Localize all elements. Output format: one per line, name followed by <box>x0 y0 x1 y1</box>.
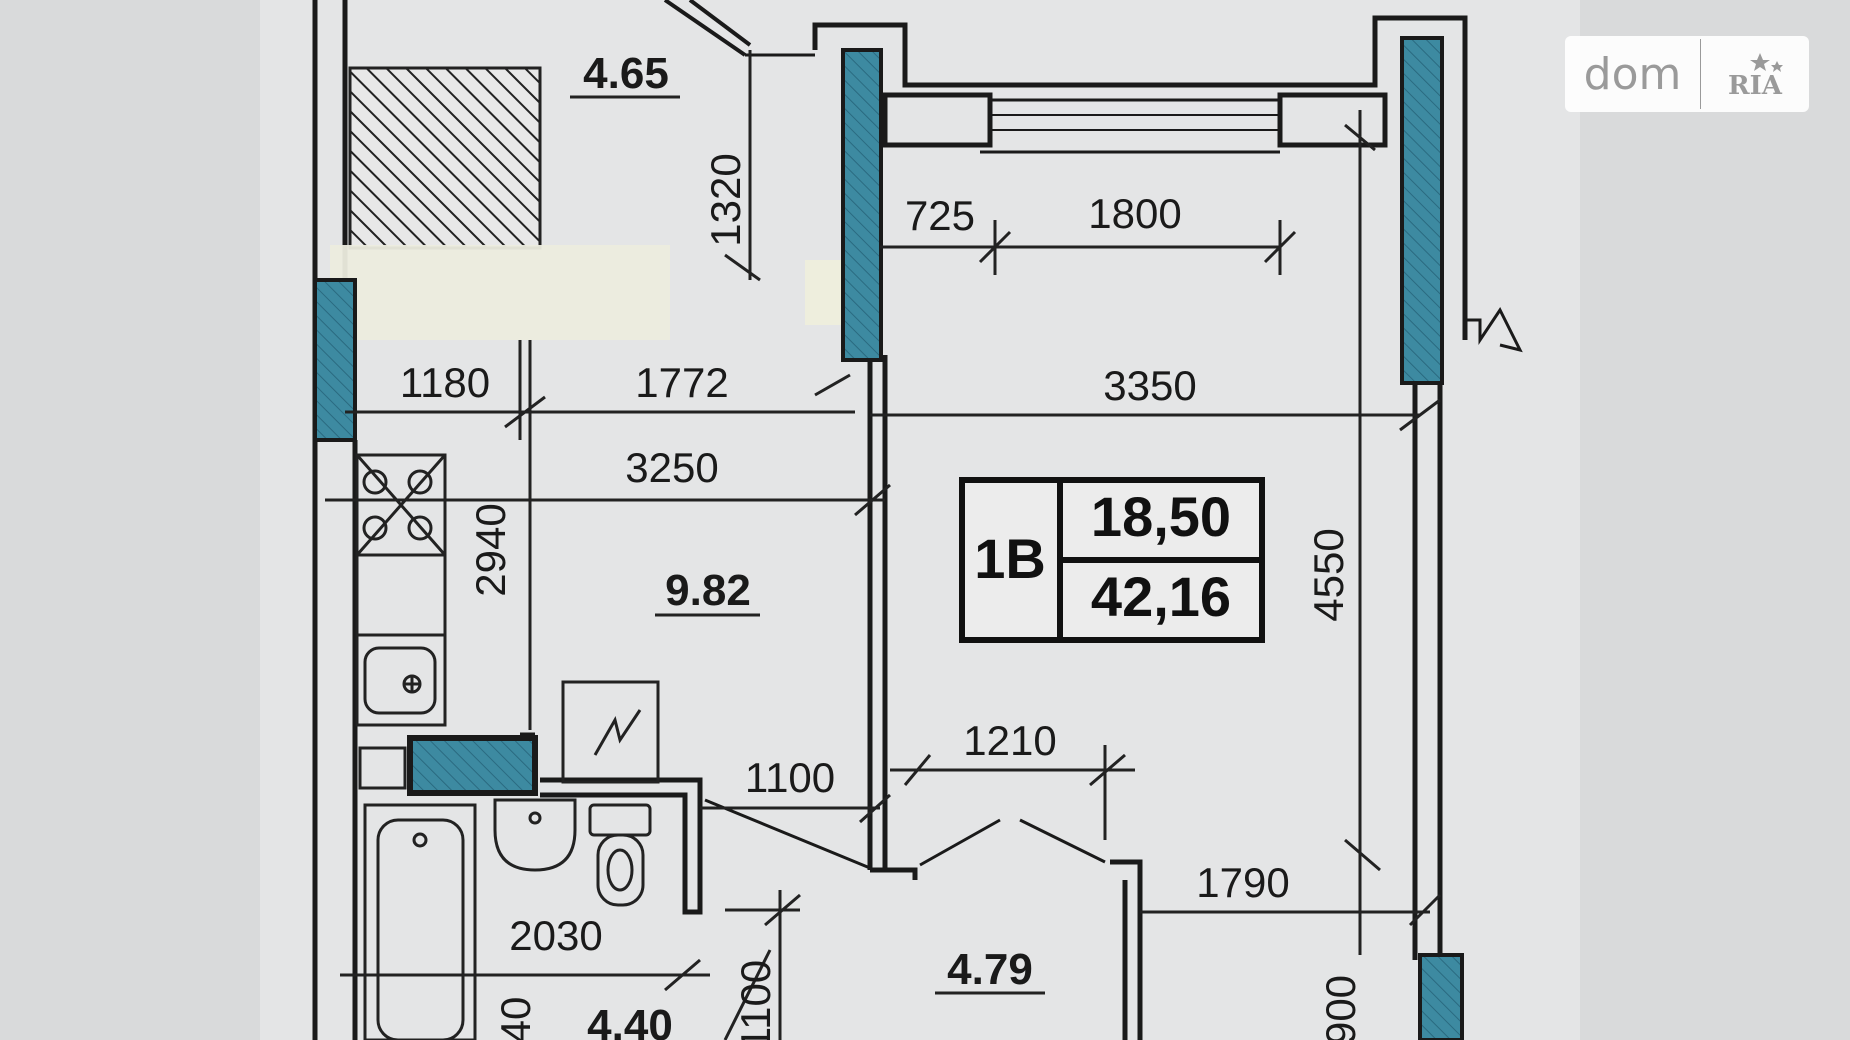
storage-hatch <box>348 66 542 250</box>
dim-1790: 1790 <box>1196 859 1289 906</box>
toilet-icon <box>588 803 652 907</box>
column-left <box>313 278 357 442</box>
electrical-panel-icon <box>561 680 660 784</box>
column-right <box>1400 36 1444 385</box>
cabinet <box>358 746 407 790</box>
total-area: 42,16 <box>1091 565 1231 628</box>
ria-logo-mark: RIA <box>1728 53 1783 99</box>
apartment-badge: 1B 18,50 42,16 <box>959 477 1265 643</box>
dim-2030: 2030 <box>509 912 602 959</box>
living-area: 18,50 <box>1091 485 1231 548</box>
dim-1320: 1320 <box>702 153 749 246</box>
dim-1180: 1180 <box>400 359 490 406</box>
domria-watermark: dom RIA <box>1565 36 1809 112</box>
dim-1800: 1800 <box>1088 190 1181 237</box>
dim-4550: 4550 <box>1305 528 1352 621</box>
dimension-lines <box>325 50 1442 1040</box>
dim-900: 900 <box>1317 975 1364 1040</box>
dim-1100-a: 1100 <box>745 754 835 801</box>
ria-logo: RIA <box>1701 49 1809 99</box>
room-area-bath: 4.40 <box>587 1001 673 1040</box>
dim-3250: 3250 <box>625 444 718 491</box>
watermark-dom: dom <box>1583 48 1682 100</box>
dim-3350: 3350 <box>1103 362 1196 409</box>
dim-40: 40 <box>492 997 539 1040</box>
walls <box>312 0 1523 1040</box>
watermark-ria: RIA <box>1728 71 1783 99</box>
washbasin-icon <box>493 798 577 872</box>
tape-patch <box>330 245 670 340</box>
column-center <box>841 48 883 362</box>
room-area-hall: 4.79 <box>947 945 1033 994</box>
dim-1210: 1210 <box>963 717 1056 764</box>
dim-725: 725 <box>905 192 975 239</box>
watermark-divider <box>1700 39 1701 109</box>
dim-2940: 2940 <box>467 503 514 596</box>
column-shaft <box>407 735 538 796</box>
dim-1772: 1772 <box>635 359 728 406</box>
sink-icon <box>355 633 447 727</box>
room-area-kitchen: 9.82 <box>665 566 751 615</box>
dim-1100-b: 1100 <box>732 960 779 1040</box>
room-area-loggia: 4.65 <box>583 49 669 98</box>
apartment-code: 1B <box>974 527 1046 590</box>
column-bottom <box>1418 953 1464 1040</box>
bathtub-icon <box>363 803 477 1040</box>
